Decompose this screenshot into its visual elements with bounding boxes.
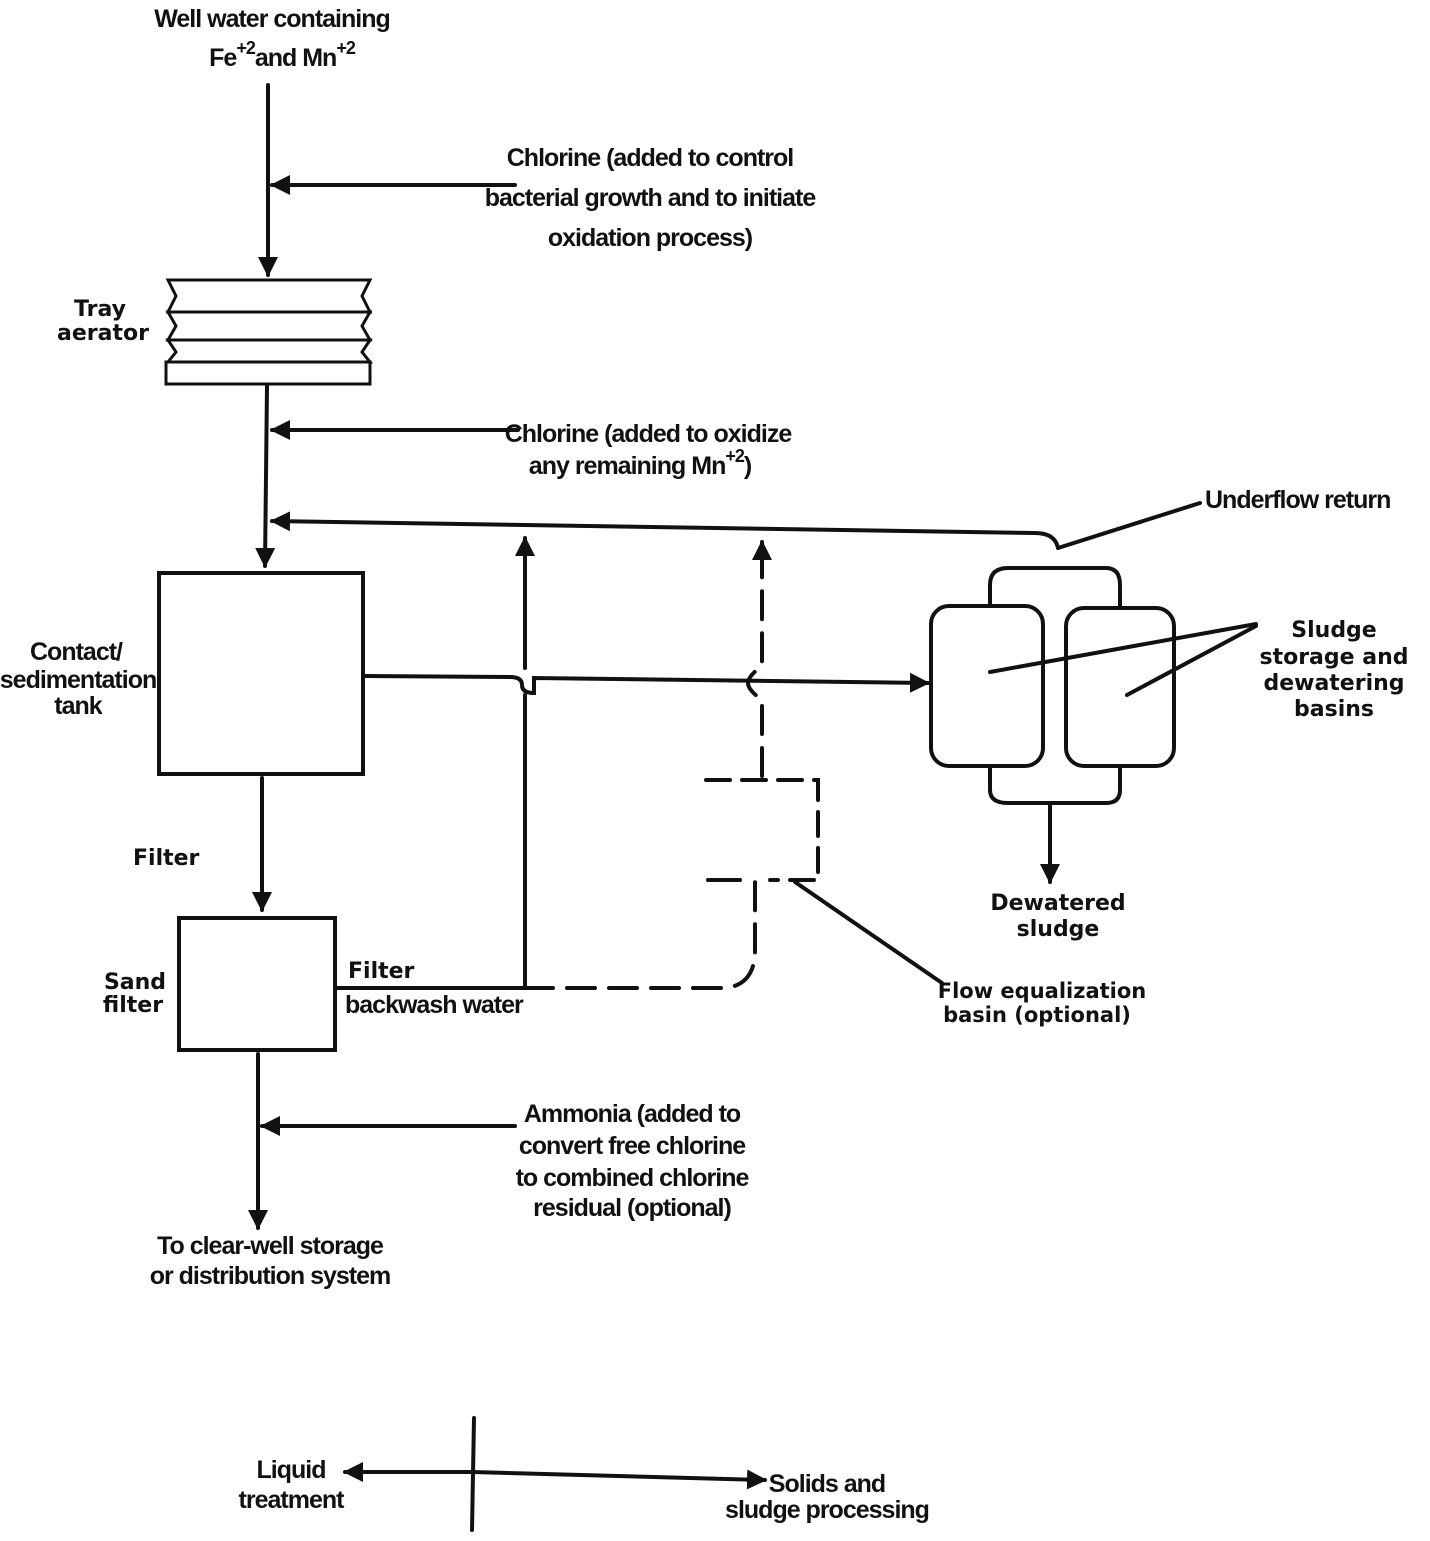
underflow-return-line xyxy=(270,511,1060,550)
tank-to-sludge-line xyxy=(363,672,930,696)
well-water-label-2: Fe+2and Mn+2 xyxy=(209,38,356,72)
flow-eq-label-2: basin (optional) xyxy=(943,1003,1131,1027)
sludge-basin-right xyxy=(1064,606,1176,768)
solids-label-2: sludge processing xyxy=(725,1496,929,1524)
underflow-leader xyxy=(1056,501,1202,550)
ammonia-label-1: Ammonia (added to xyxy=(524,1100,741,1128)
liquid-label-1: Liquid xyxy=(257,1456,326,1484)
chlorine1-label-3: oxidation process) xyxy=(548,224,753,252)
sludge-label-2: storage and xyxy=(1259,645,1408,670)
clearwell-label-2: or distribution system xyxy=(150,1262,391,1290)
ammonia-label-4: residual (optional) xyxy=(533,1194,731,1222)
sludge-label-3: dewatering xyxy=(1263,671,1404,696)
sand-filter-label-2: filter xyxy=(103,993,163,1018)
well-water-label-1: Well water containing xyxy=(154,5,390,33)
contact-label-2: sedimentation xyxy=(0,666,156,694)
chlorine2-label-1: Chlorine (added to oxidize xyxy=(505,420,793,448)
tray-aerator xyxy=(164,278,374,386)
clearwell-label-1: To clear-well storage xyxy=(157,1232,384,1260)
flow-eq-label-1: Flow equalization xyxy=(938,979,1146,1003)
tray-aerator-label-2: aerator xyxy=(57,321,149,346)
chlorine1-label-2: bacterial growth and to initiate xyxy=(485,184,817,212)
legend-arrow-right xyxy=(470,1469,767,1490)
filter-label: Filter xyxy=(133,846,200,871)
dewatered-label-1: Dewatered xyxy=(990,891,1125,916)
contact-label-1: Contact/ xyxy=(30,638,123,666)
liquid-label-2: treatment xyxy=(239,1486,346,1514)
optional-dashed-path xyxy=(523,543,764,990)
sludge-basins-frame xyxy=(988,566,1122,805)
sludge-label-4: basins xyxy=(1294,697,1374,722)
filter-backwash-label-2: backwash water xyxy=(345,991,524,1019)
underflow-return-label: Underflow return xyxy=(1205,486,1390,514)
chlorine1-label-1: Chlorine (added to control xyxy=(507,144,794,172)
dewatered-label-2: sludge xyxy=(1017,917,1100,942)
ammonia-label-2: convert free chlorine xyxy=(519,1132,746,1160)
sludge-leader-1 xyxy=(988,622,1258,674)
contact-tank xyxy=(157,571,365,776)
ammonia-label-3: to combined chlorine xyxy=(516,1164,750,1192)
tray-aerator-label-1: Tray xyxy=(74,297,126,322)
chlorine2-label-2: any remaining Mn+2) xyxy=(529,446,752,480)
flow-equalization-basin xyxy=(704,778,820,882)
sand-filter xyxy=(177,916,337,1052)
aerator-outflow-line xyxy=(255,384,276,568)
flow-eq-leader xyxy=(793,880,944,985)
sludge-basin-left xyxy=(929,604,1045,768)
contact-label-3: tank xyxy=(54,692,103,720)
sand-filter-label-1: Sand xyxy=(104,970,166,995)
sludge-label-1: Sludge xyxy=(1291,618,1376,643)
solids-label-1: Solids and xyxy=(769,1470,885,1498)
sludge-leader-2 xyxy=(1125,624,1258,697)
filter-backwash-label-1: Filter xyxy=(348,959,415,984)
